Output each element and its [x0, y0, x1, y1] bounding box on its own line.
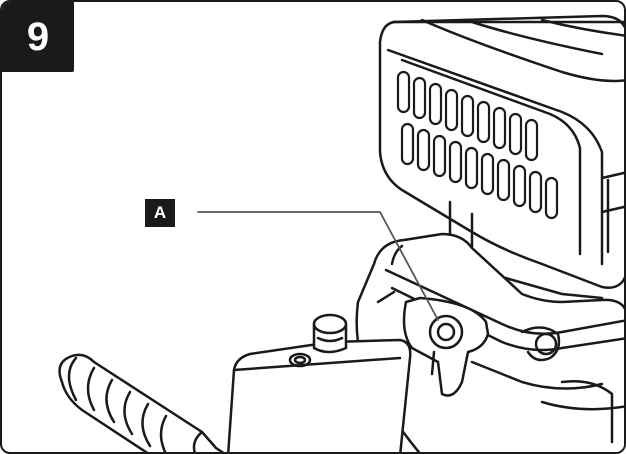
step-number-badge: 9 [2, 2, 74, 72]
filler-cap [312, 313, 348, 354]
callout-leader-line [197, 211, 439, 321]
bolt-bracket [402, 296, 490, 397]
machine-base [355, 232, 624, 452]
callout-label-a: A [145, 199, 175, 227]
vent-slots [396, 70, 559, 220]
handle-grip [58, 353, 225, 452]
fuel-tank [227, 338, 412, 452]
